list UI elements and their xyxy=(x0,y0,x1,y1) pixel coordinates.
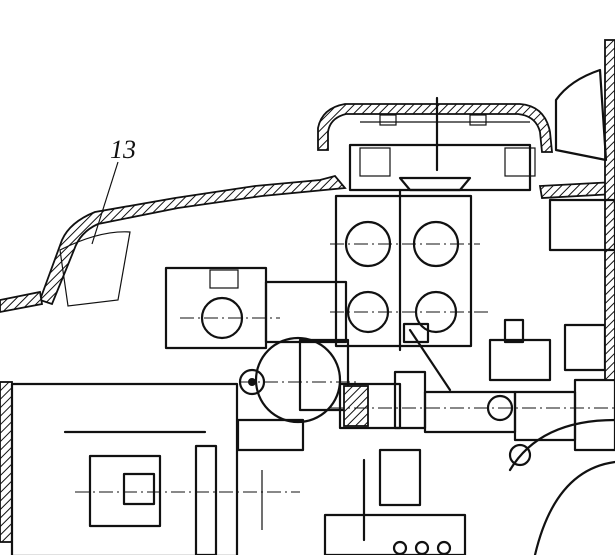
lower-block xyxy=(323,448,467,555)
top-cover xyxy=(317,96,553,172)
shaft-assembly xyxy=(330,322,615,452)
side-block xyxy=(164,266,348,350)
round-housing xyxy=(238,336,360,424)
left-housing xyxy=(0,381,305,555)
central-block xyxy=(330,143,536,352)
hull-contour xyxy=(0,174,615,313)
right-fittings xyxy=(488,39,615,555)
callout-13-label: 13 xyxy=(110,135,136,164)
callout-13-leader xyxy=(91,161,119,245)
